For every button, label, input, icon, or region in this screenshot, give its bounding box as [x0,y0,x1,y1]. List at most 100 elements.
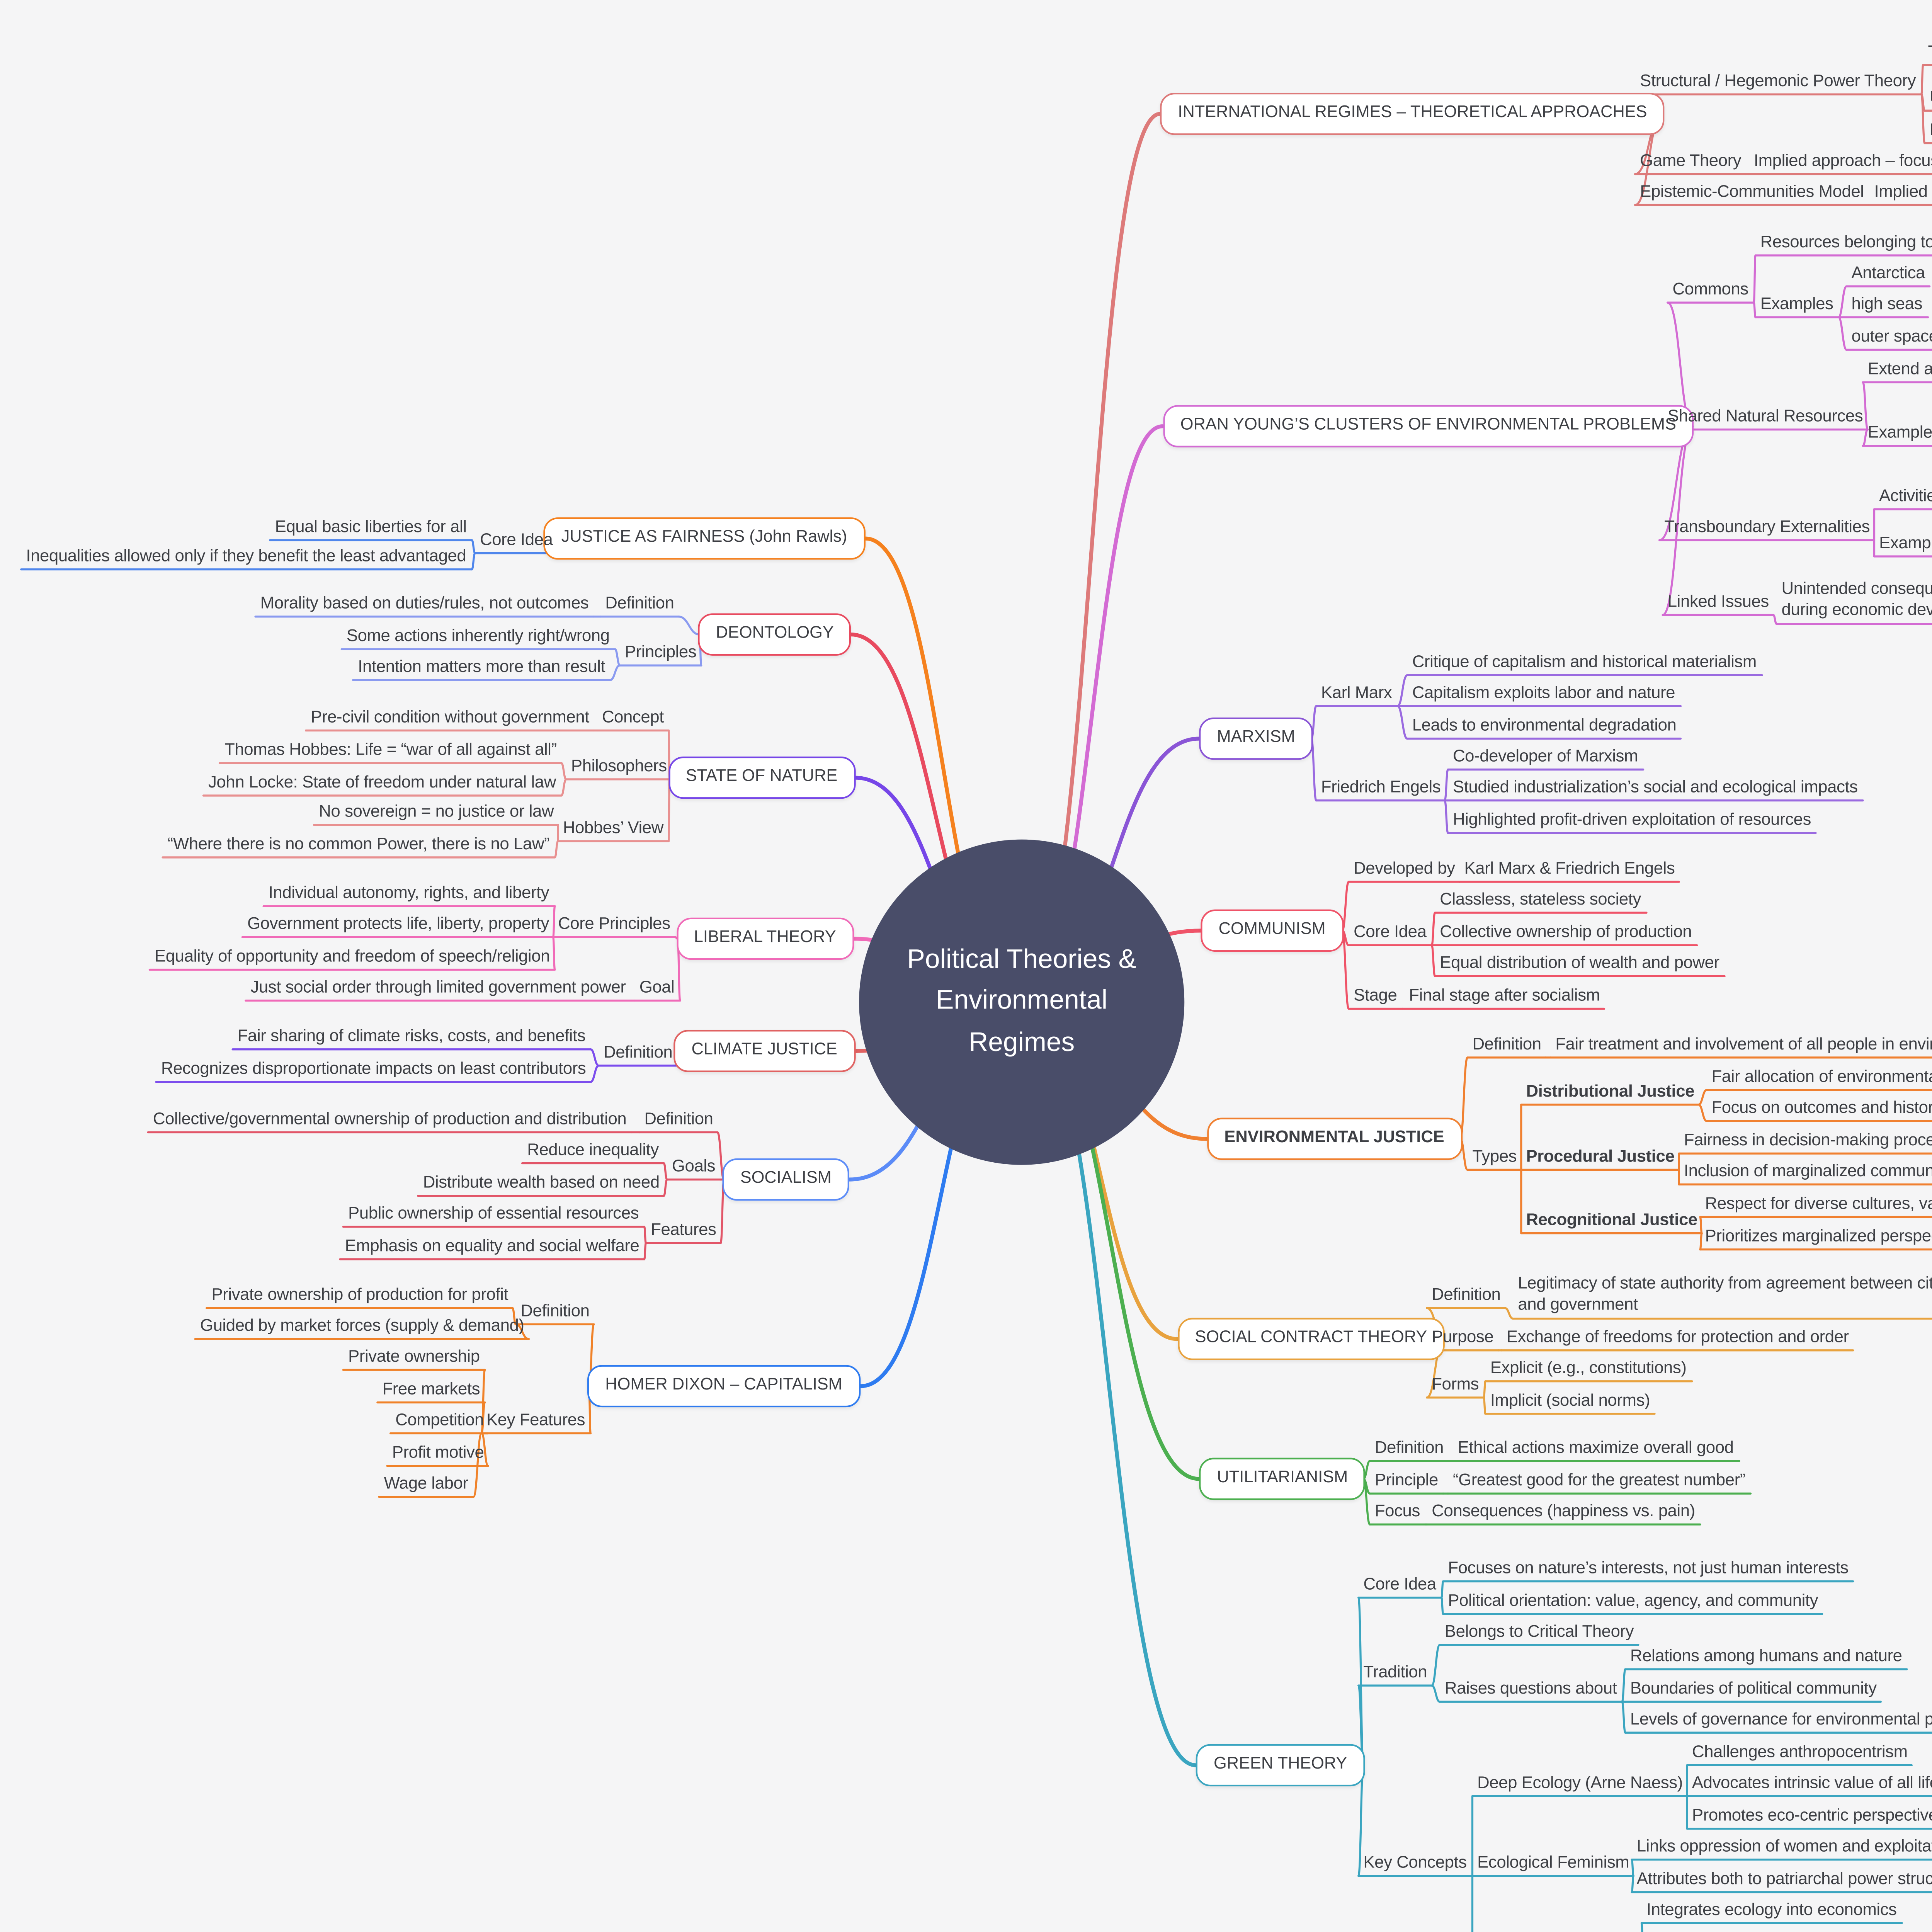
u_def_val-label[interactable]: Ethical actions maximize overall good [1458,1439,1734,1457]
useful_for-label[interactable]: Useful for [1930,87,1932,108]
linked-label[interactable]: Linked Issues [1667,593,1769,611]
cap_k2-label[interactable]: Free markets [382,1380,480,1398]
lib-topic-node[interactable]: LIBERAL THEORY [676,917,854,960]
ci2-label[interactable]: Collective ownership of production [1440,923,1692,941]
cap_d1-label[interactable]: Private ownership of production for prof… [211,1286,509,1304]
g_de1-label[interactable]: Challenges anthropocentrism [1692,1743,1908,1761]
engels-label[interactable]: Friedrich Engels [1321,778,1441,797]
u_def-label[interactable]: Definition [1374,1439,1444,1457]
soc_def-label[interactable]: Definition [644,1110,713,1128]
g_c2-label[interactable]: Political orientation: value, agency, an… [1448,1592,1818,1610]
ci3-label[interactable]: Equal distribution of wealth and power [1440,954,1719,972]
antarctica-label[interactable]: Antarctica [1851,264,1925,282]
util-topic-node[interactable]: UTILITARIANISM [1199,1457,1366,1500]
ej_def_val-label[interactable]: Fair treatment and involvement of all pe… [1555,1035,1932,1054]
lib_goal-label[interactable]: Goal [639,978,675,997]
dj2-label[interactable]: Focus on outcomes and historical inequit… [1711,1099,1932,1117]
u_prin_val-label[interactable]: “Greatest good for the greatest number” [1452,1471,1745,1490]
son_phil-label[interactable]: Philosophers [571,757,667,776]
high_seas-label[interactable]: high seas [1851,295,1923,313]
pj1-label[interactable]: Fairness in decision-making processes [1684,1131,1932,1150]
commons_val-label[interactable]: Resources belonging to all humankind [1760,233,1932,252]
deo_def_val-label[interactable]: Morality based on duties/rules, not outc… [260,594,589,613]
ci1-label[interactable]: Classless, stateless society [1440,891,1641,909]
ej-topic-node[interactable]: ENVIRONMENTAL JUSTICE [1206,1117,1463,1160]
g_de2-label[interactable]: Advocates intrinsic value of all life [1692,1774,1932,1792]
cap_kf-label[interactable]: Key Features [486,1411,585,1429]
game_val-label[interactable]: Implied approach – focuses on strategic … [1753,152,1932,170]
cj2-label[interactable]: Recognizes disproportionate impacts on l… [161,1060,586,1078]
son_concept_val-label[interactable]: Pre-civil condition without government [311,708,590,726]
stage_val-label[interactable]: Final stage after socialism [1409,986,1600,1005]
soc_goals-label[interactable]: Goals [672,1157,716,1176]
stage-label[interactable]: Stage [1354,986,1397,1005]
game_theory-label[interactable]: Game Theory [1640,152,1742,170]
outer_space-label[interactable]: outer space [1851,328,1932,346]
cj-topic-node[interactable]: CLIMATE JUSTICE [673,1029,855,1072]
dj-label[interactable]: Distributional Justice [1526,1083,1695,1101]
marxism-topic-node[interactable]: MARXISM [1199,716,1313,760]
son_h2-label[interactable]: “Where there is no common Power, there i… [167,835,550,854]
struct-label[interactable]: Structural / Hegemonic Power Theory [1640,72,1916,90]
g_key-label[interactable]: Key Concepts [1363,1854,1467,1872]
cj1-label[interactable]: Fair sharing of climate risks, costs, an… [237,1027,586,1046]
cap-topic-node[interactable]: HOMER DIXON – CAPITALISM [587,1364,861,1408]
pj-label[interactable]: Procedural Justice [1526,1148,1675,1166]
sct-topic-node[interactable]: SOCIAL CONTRACT THEORY [1177,1317,1445,1360]
deo_p2-label[interactable]: Intention matters more than result [358,658,605,676]
linked_val-label[interactable]: Unintended consequences of addressing en… [1781,581,1932,620]
dev_by-label[interactable]: Developed by [1354,860,1455,878]
commons-label[interactable]: Commons [1672,281,1748,299]
soc_f1-label[interactable]: Public ownership of essential resources [348,1204,639,1223]
cap_k4-label[interactable]: Profit motive [392,1444,484,1462]
karl2-label[interactable]: Capitalism exploits labor and nature [1412,684,1675,702]
engels1-label[interactable]: Co-developer of Marxism [1452,747,1638,766]
dj1-label[interactable]: Fair allocation of environmental burdens… [1711,1068,1932,1086]
g_t2-label[interactable]: Raises questions about [1444,1680,1617,1698]
soc_def_val-label[interactable]: Collective/governmental ownership of pro… [153,1110,627,1128]
dev_val-label[interactable]: Karl Marx & Friedrich Engels [1464,860,1675,878]
g_ef1-label[interactable]: Links oppression of women and exploitati… [1636,1837,1932,1856]
oran-topic-node[interactable]: ORAN YOUNG’S CLUSTERS OF ENVIRONMENTAL P… [1162,404,1694,447]
karl-label[interactable]: Karl Marx [1321,684,1392,702]
son-topic-node[interactable]: STATE OF NATURE [668,755,855,799]
two_views-label[interactable]: Two views [1928,41,1932,63]
son_p2-label[interactable]: John Locke: State of freedom under natur… [208,774,556,792]
rj-label[interactable]: Recognitional Justice [1526,1211,1697,1230]
u_focus_val-label[interactable]: Consequences (happiness vs. pain) [1432,1502,1695,1520]
sct_f2-label[interactable]: Implicit (social norms) [1490,1392,1650,1410]
sct_purpose-label[interactable]: Purpose [1432,1328,1494,1347]
soc_f2-label[interactable]: Emphasis on equality and social welfare [345,1237,639,1255]
communism-topic-node[interactable]: COMMUNISM [1201,908,1344,952]
g_core-label[interactable]: Core Idea [1363,1575,1436,1594]
cap_def-label[interactable]: Definition [520,1302,590,1320]
cap_d2-label[interactable]: Guided by market forces (supply & demand… [200,1317,524,1335]
u_prin-label[interactable]: Principle [1374,1471,1438,1490]
son_hv-label[interactable]: Hobbes’ View [563,819,663,837]
limitations-label[interactable]: Limitations [1930,119,1932,141]
transb_ex-label[interactable]: Examples [1879,534,1932,553]
lib_goal_val-label[interactable]: Just social order through limited govern… [250,978,626,997]
ej_def-label[interactable]: Definition [1472,1035,1542,1054]
son_concept-label[interactable]: Concept [602,708,664,726]
cap_k3-label[interactable]: Competition [395,1411,484,1429]
son_p1-label[interactable]: Thomas Hobbes: Life = “war of all agains… [224,741,557,759]
engels2-label[interactable]: Studied industrialization’s social and e… [1452,778,1858,797]
ej_types-label[interactable]: Types [1472,1148,1517,1166]
intl-topic-node[interactable]: INTERNATIONAL REGIMES – THEORETICAL APPR… [1160,92,1665,135]
karl1-label[interactable]: Critique of capitalism and historical ma… [1412,653,1757,671]
pj2-label[interactable]: Inclusion of marginalized communities [1684,1162,1932,1180]
g_de-label[interactable]: Deep Ecology (Arne Naess) [1477,1774,1683,1792]
central-topic-node[interactable]: Political Theories & Environmental Regim… [859,839,1185,1165]
engels3-label[interactable]: Highlighted profit-driven exploitation o… [1452,811,1811,829]
lib2-label[interactable]: Government protects life, liberty, prope… [247,915,549,933]
cap_k1-label[interactable]: Private ownership [348,1348,480,1366]
g_t1-label[interactable]: Belongs to Critical Theory [1444,1622,1634,1641]
lib3-label[interactable]: Equality of opportunity and freedom of s… [154,947,550,966]
sct_f1-label[interactable]: Explicit (e.g., constitutions) [1490,1359,1687,1378]
g_de3-label[interactable]: Promotes eco-centric perspective [1692,1806,1932,1825]
g_trad-label[interactable]: Tradition [1363,1663,1427,1682]
deo_def-label[interactable]: Definition [605,594,674,613]
karl3-label[interactable]: Leads to environmental degradation [1412,716,1677,735]
jf1-label[interactable]: Equal basic liberties for all [275,518,467,536]
